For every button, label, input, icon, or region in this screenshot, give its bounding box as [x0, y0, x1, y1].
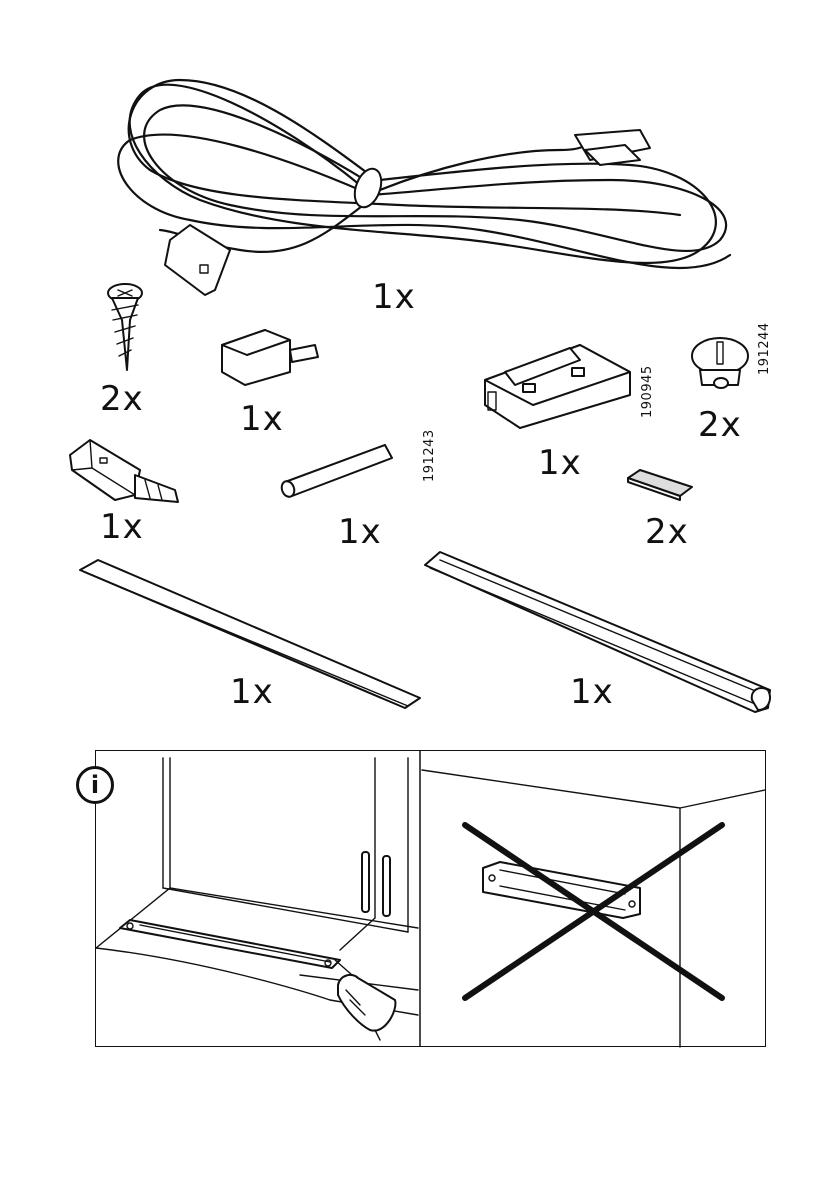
correct-installation-illustration	[96, 758, 418, 1040]
incorrect-installation-illustration	[422, 770, 765, 1047]
